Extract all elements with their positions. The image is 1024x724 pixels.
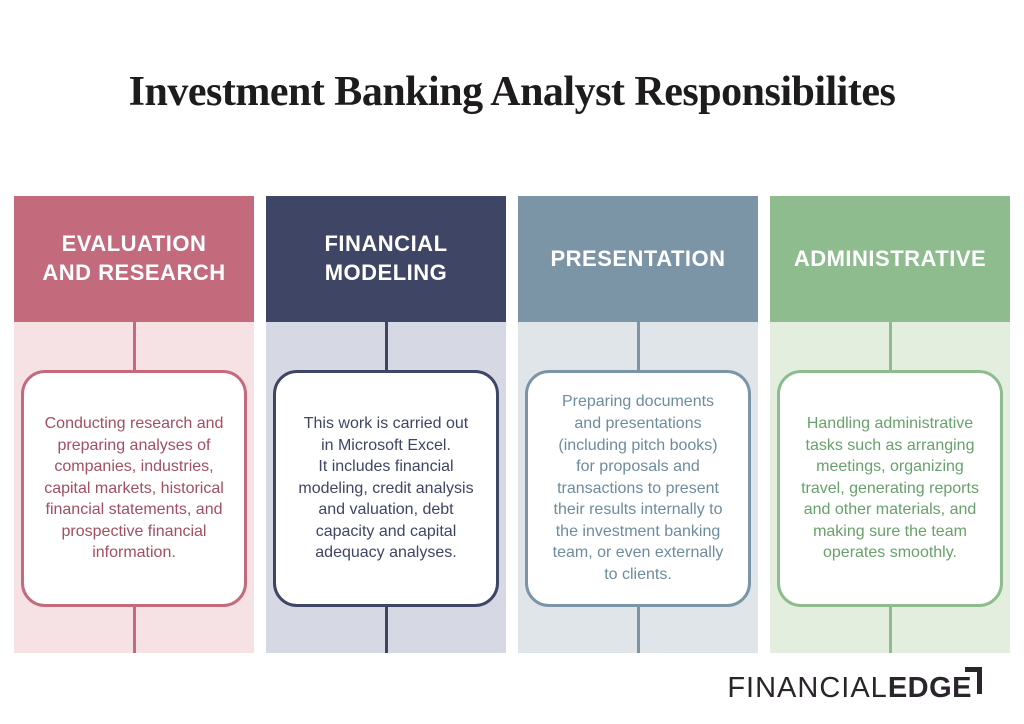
page-title: Investment Banking Analyst Responsibilit…: [128, 69, 896, 115]
column-header-label: ADMINISTRATIVE: [793, 245, 987, 271]
description-text: Handling administrative tasks such as ar…: [801, 414, 979, 562]
column-body: Handling administrative tasks such as ar…: [770, 322, 1010, 653]
column-header-presentation: PRESENTATION: [518, 196, 758, 322]
connector-line-top: [636, 322, 640, 370]
connector-line-bottom: [888, 607, 892, 653]
column-body: Conducting research and preparing analys…: [14, 322, 254, 653]
connector-line-top: [384, 322, 388, 370]
logo-text-edge: EDGE: [887, 672, 972, 704]
column-header-label: FINANCIAL MODELING: [324, 231, 448, 285]
column-presentation: PRESENTATION Preparing documents and pre…: [518, 196, 758, 653]
description-card: This work is carried out in Microsoft Ex…: [273, 370, 499, 607]
column-evaluation-and-research: EVALUATION AND RESEARCH Conducting resea…: [14, 196, 254, 653]
column-administrative: ADMINISTRATIVE Handling administrative t…: [770, 196, 1010, 653]
connector-line-bottom: [132, 607, 136, 653]
columns-container: EVALUATION AND RESEARCH Conducting resea…: [14, 196, 1010, 653]
description-card: Preparing documents and presentations (i…: [525, 370, 751, 607]
description-card: Conducting research and preparing analys…: [21, 370, 247, 607]
connector-line-top: [132, 322, 136, 370]
column-header-evaluation-and-research: EVALUATION AND RESEARCH: [14, 196, 254, 322]
column-financial-modeling: FINANCIAL MODELING This work is carried …: [266, 196, 506, 653]
column-header-administrative: ADMINISTRATIVE: [770, 196, 1010, 322]
column-header-label: EVALUATION AND RESEARCH: [42, 231, 226, 285]
logo-text-financial: FINANCIAL: [727, 672, 888, 704]
column-header-financial-modeling: FINANCIAL MODELING: [266, 196, 506, 322]
description-text: Conducting research and preparing analys…: [44, 414, 224, 562]
column-body: This work is carried out in Microsoft Ex…: [266, 322, 506, 653]
description-card: Handling administrative tasks such as ar…: [777, 370, 1003, 607]
connector-line-bottom: [384, 607, 388, 653]
corner-bracket-icon: [965, 667, 982, 694]
description-text: This work is carried out in Microsoft Ex…: [298, 414, 474, 562]
column-body: Preparing documents and presentations (i…: [518, 322, 758, 653]
description-text: Preparing documents and presentations (i…: [552, 393, 724, 584]
connector-line-bottom: [636, 607, 640, 653]
column-header-label: PRESENTATION: [550, 245, 726, 271]
connector-line-top: [888, 322, 892, 370]
